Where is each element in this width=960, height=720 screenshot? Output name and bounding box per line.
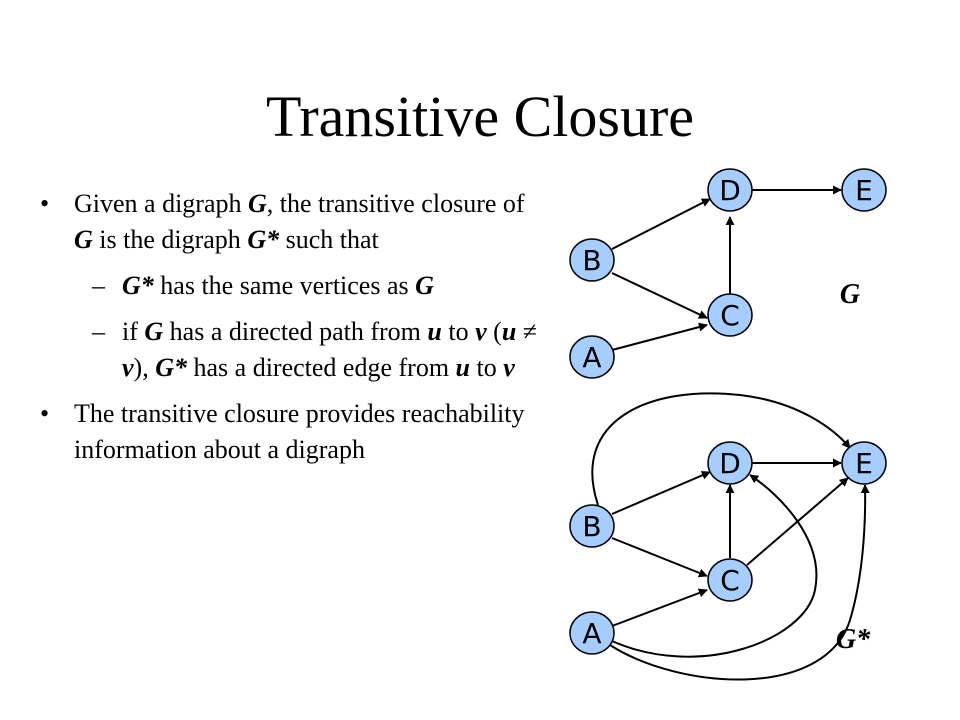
edge-a-to-c bbox=[611, 588, 708, 627]
svg-text:C: C bbox=[720, 299, 740, 332]
slide-title: Transitive Closure bbox=[265, 84, 695, 149]
bullet-mark: • bbox=[40, 399, 50, 428]
subbullet-text: if G has a directed path from u to v (u … bbox=[122, 317, 538, 382]
graph-g-star: D E B C A G* bbox=[569, 392, 887, 681]
slide-body: • Given a digraph G, the transitive clos… bbox=[40, 186, 540, 478]
bullet-mark: • bbox=[40, 189, 50, 218]
bullet-definition: • Given a digraph G, the transitive clos… bbox=[40, 186, 540, 258]
graph-g: D E B C A G bbox=[569, 168, 887, 379]
svg-text:E: E bbox=[855, 174, 873, 207]
edge-a-to-e bbox=[609, 484, 870, 681]
svg-text:B: B bbox=[582, 244, 601, 277]
node-e: E bbox=[841, 168, 887, 212]
edge-b-to-d bbox=[611, 198, 711, 250]
edge-b-to-d bbox=[611, 471, 711, 515]
edge-a-to-d bbox=[611, 474, 818, 658]
edge-b-to-c bbox=[611, 272, 708, 319]
node-d: D bbox=[707, 168, 753, 212]
edge-b-to-e bbox=[591, 392, 851, 506]
subbullet-text: G* has the same vertices as G bbox=[122, 271, 434, 300]
edge-a-to-c bbox=[611, 322, 708, 351]
bullet-text: Given a digraph G, the transitive closur… bbox=[74, 189, 525, 254]
bullet-text: The transitive closure provides reachabi… bbox=[74, 399, 525, 464]
svg-text:D: D bbox=[719, 174, 741, 207]
svg-text:A: A bbox=[582, 617, 601, 650]
graph-label-g-star: G* bbox=[836, 624, 871, 655]
node-c: C bbox=[707, 558, 753, 602]
svg-text:B: B bbox=[582, 510, 601, 543]
edge-b-to-c bbox=[611, 537, 708, 578]
svg-text:E: E bbox=[855, 447, 873, 480]
dash-mark: – bbox=[92, 271, 105, 300]
dash-mark: – bbox=[92, 317, 105, 346]
node-b: B bbox=[569, 504, 615, 548]
node-b: B bbox=[569, 238, 615, 282]
subbullet-same-vertices: – G* has the same vertices as G bbox=[40, 268, 540, 304]
svg-text:C: C bbox=[720, 564, 740, 597]
graph-label-g: G bbox=[840, 279, 860, 310]
bullet-reachability: • The transitive closure provides reacha… bbox=[40, 396, 540, 468]
svg-text:D: D bbox=[719, 447, 741, 480]
subbullet-directed-path: – if G has a directed path from u to v (… bbox=[40, 314, 540, 386]
node-a: A bbox=[569, 335, 615, 379]
node-c: C bbox=[707, 293, 753, 337]
node-a: A bbox=[569, 611, 615, 655]
svg-text:A: A bbox=[582, 341, 601, 374]
node-d: D bbox=[707, 441, 753, 485]
node-e: E bbox=[841, 441, 887, 485]
